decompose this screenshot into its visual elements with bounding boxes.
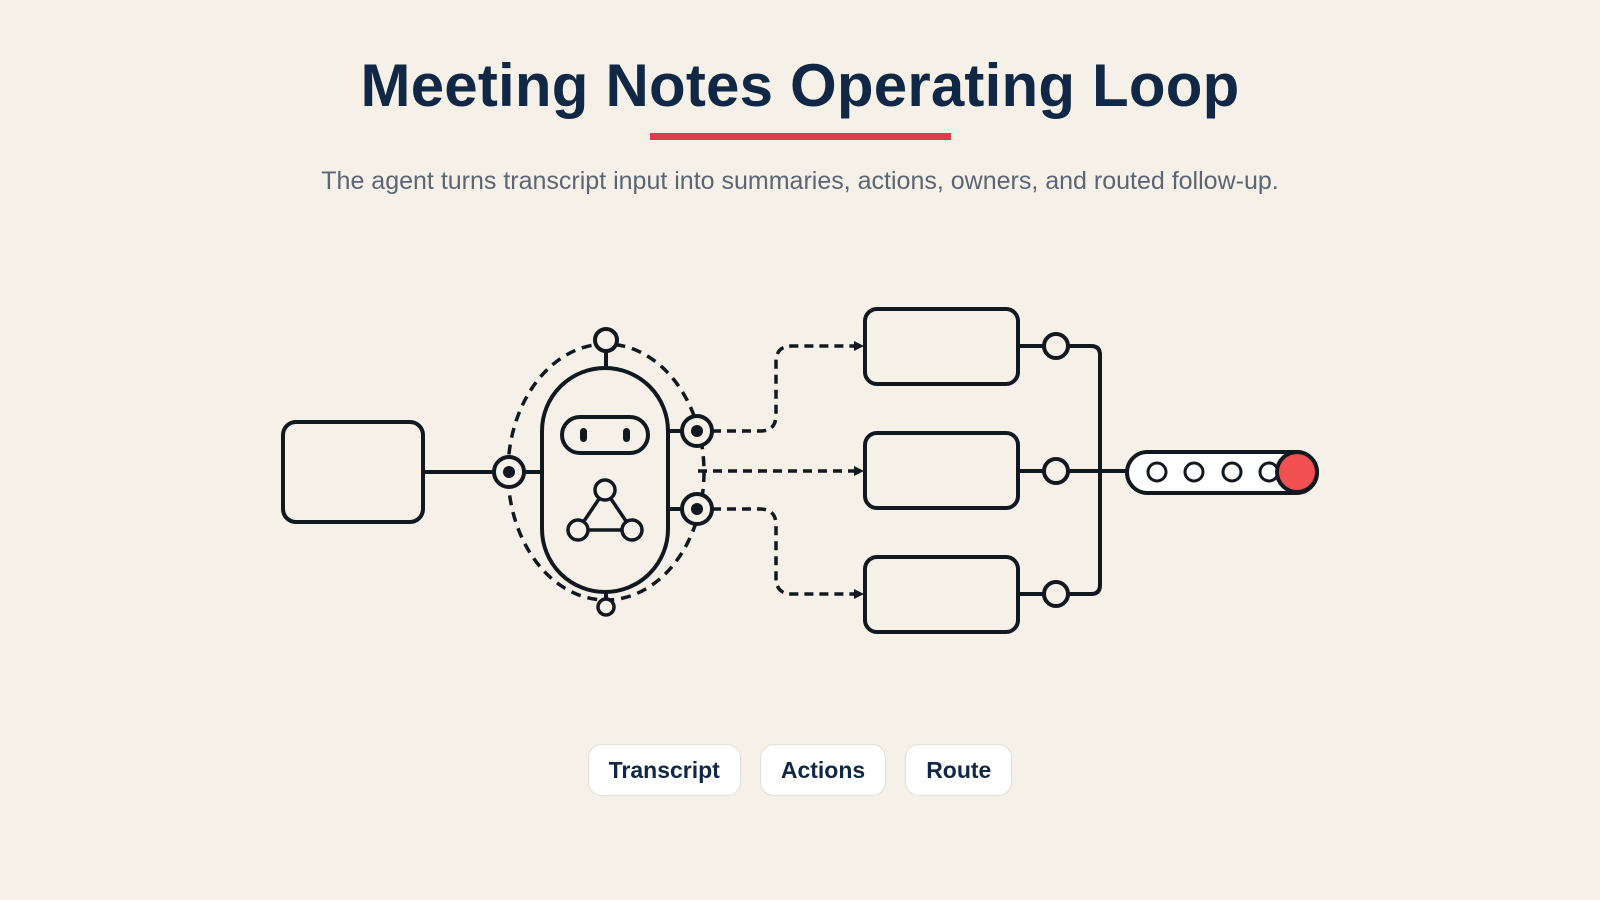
- agent-input-port: [492, 455, 526, 489]
- route-indicator: [1275, 450, 1319, 494]
- output-port-bottom: [1042, 580, 1070, 608]
- robot-icon: [540, 327, 670, 617]
- chip-actions[interactable]: Actions: [759, 744, 887, 796]
- page-title: Meeting Notes Operating Loop: [360, 52, 1240, 119]
- flow-arrow-bottom: [712, 507, 864, 599]
- output-box-bottom: [863, 555, 1020, 634]
- output-port-middle: [1042, 457, 1070, 485]
- output-port-top: [1042, 332, 1070, 360]
- output-box-top: [863, 307, 1020, 386]
- chip-row: Transcript Actions Route: [0, 744, 1600, 796]
- agent-output-port-bottom: [680, 492, 714, 526]
- input-box: [281, 420, 425, 524]
- conveyor-icon: [1125, 450, 1319, 495]
- chip-route[interactable]: Route: [905, 744, 1013, 796]
- flow-arrow-top: [712, 341, 864, 433]
- page-subtitle: The agent turns transcript input into su…: [321, 167, 1279, 195]
- title-underline: [650, 133, 951, 140]
- chip-transcript[interactable]: Transcript: [587, 744, 741, 796]
- agent-output-port-top: [680, 414, 714, 448]
- output-box-middle: [863, 431, 1020, 510]
